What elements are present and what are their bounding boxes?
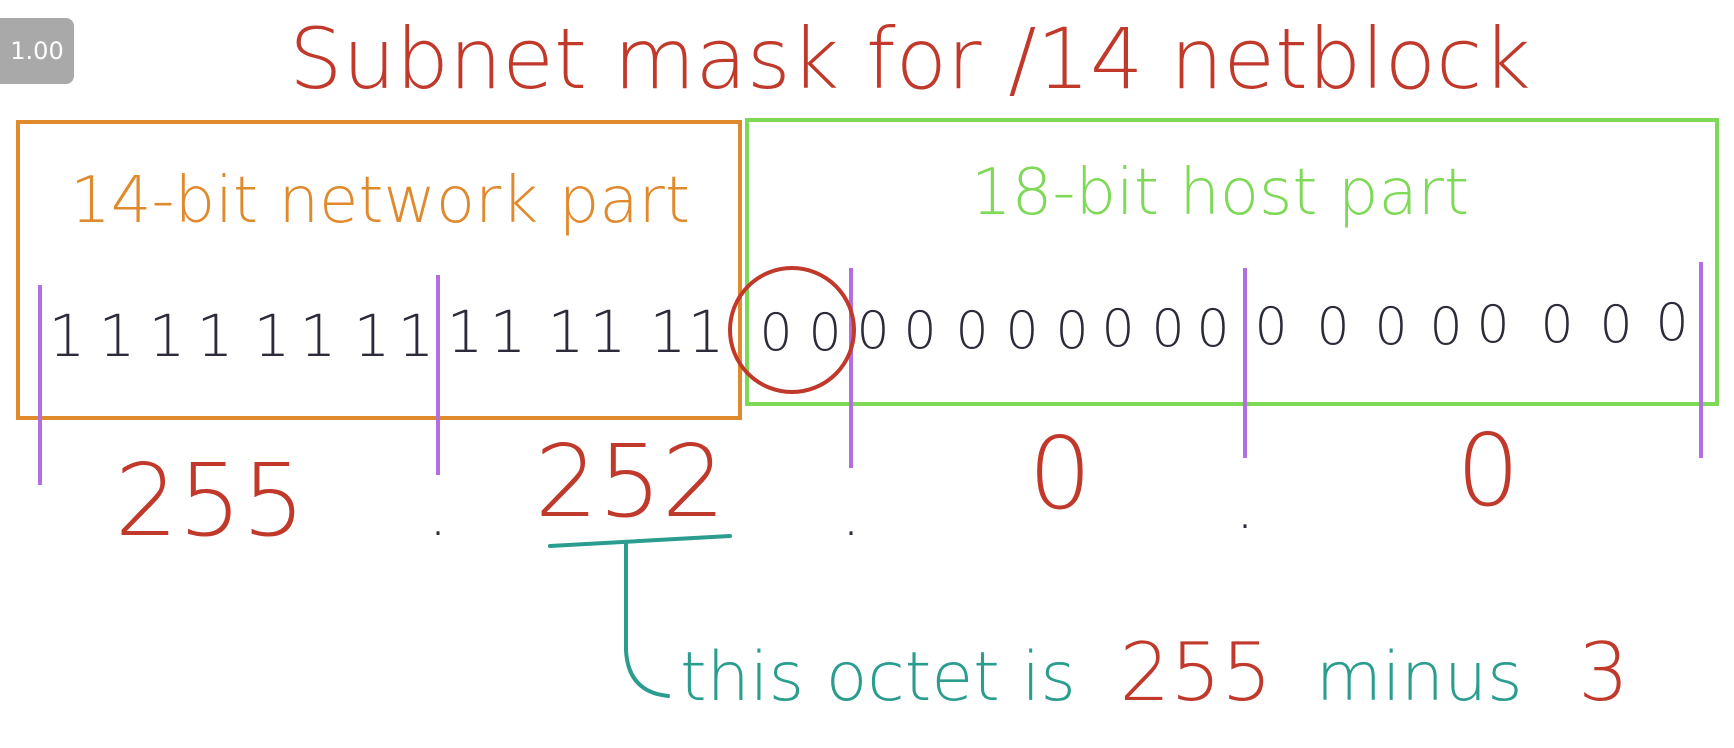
octet-separator-1: .	[428, 480, 447, 550]
host-bit: 0	[903, 301, 936, 361]
zoom-level-badge: 1.00	[0, 18, 74, 84]
host-bit: 0	[1101, 299, 1134, 359]
host-bit: 0	[1151, 299, 1184, 359]
network-part-box	[16, 120, 742, 420]
octet-value-1: 255	[115, 442, 306, 559]
network-bit: 1	[149, 302, 186, 370]
octet-separator-3: .	[1235, 473, 1254, 543]
network-bit: 1	[254, 302, 291, 370]
host-bit: 0	[955, 301, 988, 361]
host-bit: 0	[1655, 293, 1688, 353]
network-bit: 1	[197, 302, 234, 370]
network-bits: 1 1 1 1 1 1 1 1 1 1 1 1 1 1	[49, 298, 725, 370]
network-bit: 1	[548, 298, 585, 366]
network-bit: 1	[650, 298, 687, 366]
host-bit: 0	[1196, 299, 1229, 359]
highlight-circle	[728, 266, 856, 394]
octet-value-4: 0	[1456, 412, 1520, 529]
host-bit: 0	[1005, 301, 1038, 361]
network-bit: 1	[590, 298, 627, 366]
network-bit: 1	[300, 302, 337, 370]
host-bit: 0	[1599, 295, 1632, 355]
network-bit: 1	[688, 298, 725, 366]
host-bit: 0	[856, 301, 889, 361]
annotation-part-2: 255	[1119, 626, 1272, 719]
diagram-title: Subnet mask for /14 netblock	[289, 10, 1531, 108]
host-bit: 0	[808, 303, 841, 363]
network-part-label: 14-bit network part	[70, 164, 690, 238]
host-bit: 0	[759, 303, 792, 363]
network-bit: 1	[447, 298, 484, 366]
host-bits: 0 0 0 0 0 0 0 0 0 0 0 0 0 0 0 0 0 0	[759, 293, 1688, 363]
octet-value-3: 0	[1028, 415, 1092, 532]
annotation-part-4: 3	[1578, 626, 1629, 719]
network-bit: 1	[398, 302, 435, 370]
network-bit: 1	[49, 302, 86, 370]
host-bit: 0	[1254, 297, 1287, 357]
annotation-text: this octet is 255 minus 3	[680, 626, 1629, 719]
octet-value-2: 252	[535, 423, 726, 540]
host-bit: 0	[1476, 295, 1509, 355]
host-bit: 0	[1316, 297, 1349, 357]
network-bit: 1	[99, 302, 136, 370]
host-part-box	[745, 118, 1719, 406]
host-bit: 0	[1374, 297, 1407, 357]
host-bit: 0	[1540, 295, 1573, 355]
host-bit: 0	[1055, 301, 1088, 361]
host-bit: 0	[1429, 297, 1462, 357]
network-bit: 1	[490, 298, 527, 366]
annotation-bracket	[548, 534, 732, 698]
network-bit: 1	[354, 302, 391, 370]
annotation-part-3: minus	[1316, 638, 1523, 717]
annotation-part-1: this octet is	[680, 638, 1076, 717]
octet-separator-2: .	[841, 480, 860, 550]
host-part-label: 18-bit host part	[971, 156, 1469, 230]
